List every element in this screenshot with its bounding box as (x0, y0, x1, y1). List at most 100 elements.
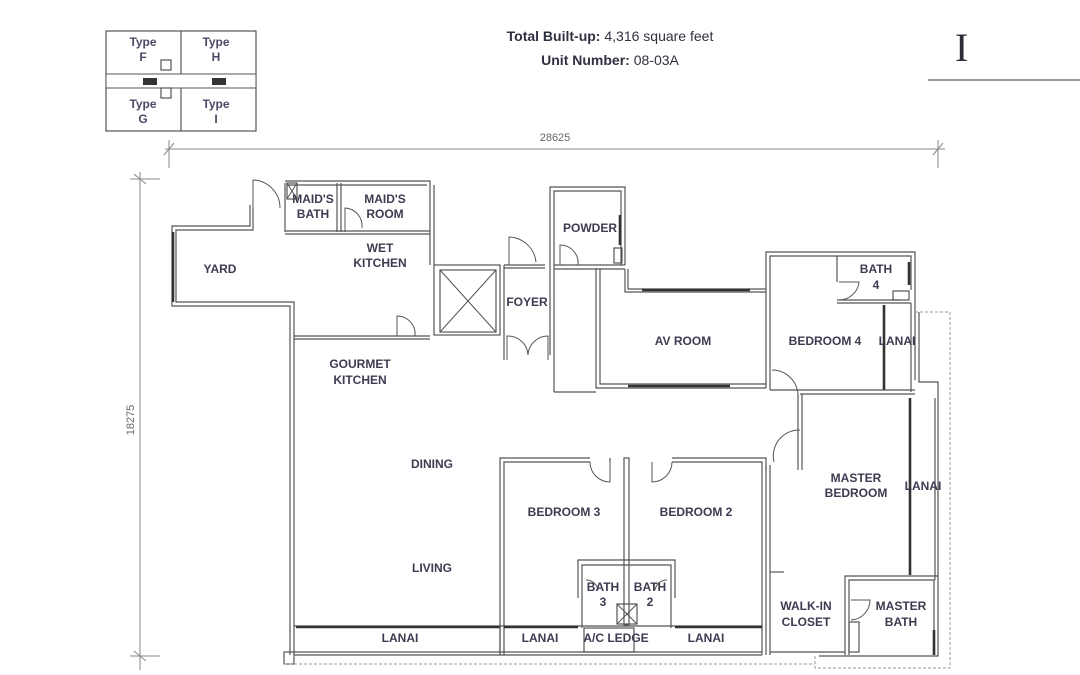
lift-car (439, 269, 497, 333)
label-lanai-master: LANAI (905, 479, 942, 493)
door-foyer-service[interactable] (508, 236, 537, 265)
unit-number-value: 08-03A (633, 52, 679, 68)
key-type-g-1: Type (129, 97, 156, 111)
wall-bedroom4 (765, 251, 916, 388)
bath4-shaft (892, 290, 910, 301)
key-type-h-1: Type (202, 35, 229, 49)
door-bath4[interactable] (839, 281, 860, 301)
wall-bedroom2 (672, 457, 767, 470)
door-master-bath[interactable] (850, 599, 871, 621)
door-master-bedroom[interactable] (772, 429, 801, 463)
door-bath3[interactable] (585, 579, 599, 591)
wall-av-room-inner (599, 269, 766, 385)
label-av-room: AV ROOM (655, 334, 711, 348)
unit-type-letter: I (955, 25, 969, 70)
key-type-i-2: I (214, 112, 217, 126)
label-lanai-bedroom3: LANAI (522, 631, 559, 645)
label-maids-room-2: ROOM (366, 207, 403, 221)
label-bath2-1: BATH (634, 580, 666, 594)
ac-shaft (616, 603, 638, 625)
label-wet-kitchen-2: KITCHEN (353, 256, 406, 270)
wall-master-bath (844, 575, 938, 655)
wall-maid-north (285, 180, 431, 265)
door-bath2[interactable] (654, 579, 668, 591)
label-master-bedroom-2: BEDROOM (825, 486, 888, 500)
wall-bedroom3-inner (503, 461, 590, 655)
unit-number-line: Unit Number: 08-03A (440, 48, 780, 72)
label-bath4-2: 4 (873, 278, 880, 292)
label-walk-in-closet-1: WALK-IN (780, 599, 831, 613)
key-type-h-2: H (212, 50, 221, 64)
label-bath4-1: BATH (860, 262, 892, 276)
key-plan-corridor (105, 73, 257, 89)
maid-bath-shaft (286, 182, 298, 200)
wall-outer-east (819, 312, 939, 657)
maid-bath-shaft-x (286, 182, 298, 200)
unit-type-underline (928, 79, 1080, 81)
key-type-g-2: G (138, 112, 147, 126)
doors (252, 179, 871, 621)
label-master-bath-2: BATH (885, 615, 917, 629)
key-plan-core (212, 78, 226, 85)
label-ac-ledge: A/C LEDGE (583, 631, 648, 645)
width-dimension-slash (932, 142, 944, 156)
key-plan-core (143, 78, 157, 85)
width-dimension: 28625 (163, 132, 945, 168)
column (283, 651, 295, 665)
lift-x (439, 269, 497, 333)
depth-dimension-value: 18275 (125, 405, 137, 436)
wall-bedroom3 (499, 457, 590, 655)
door-bedroom4[interactable] (771, 369, 799, 397)
door-bedroom3[interactable] (589, 461, 611, 483)
label-powder: POWDER (563, 221, 617, 235)
door-powder[interactable] (559, 244, 579, 266)
wall-bedroom2-inner (672, 461, 763, 655)
label-lanai-living: LANAI (382, 631, 419, 645)
label-gourmet-kitchen-1: GOURMET (329, 357, 391, 371)
door-main-right[interactable] (527, 335, 549, 360)
key-plan-lift (160, 59, 172, 71)
label-bedroom2: BEDROOM 2 (660, 505, 733, 519)
wall-bedroom-divider (623, 457, 630, 626)
door-bedroom2[interactable] (651, 461, 673, 483)
key-type-f-2: F (139, 50, 146, 64)
door-yard-entry[interactable] (252, 179, 281, 209)
label-wet-kitchen-1: WET (367, 241, 394, 255)
width-dimension-value: 28625 (540, 132, 571, 144)
wall-yard-west-inner (175, 209, 295, 652)
label-bedroom3: BEDROOM 3 (528, 505, 601, 519)
wall-baths (577, 559, 676, 598)
wall-av-north (624, 269, 766, 293)
label-bedroom4: BEDROOM 4 (789, 334, 862, 348)
depth-dimension: 18275 (125, 172, 160, 670)
lift-shaft (433, 264, 501, 336)
key-type-i-1: Type (202, 97, 229, 111)
label-lanai-bedroom2: LANAI (688, 631, 725, 645)
built-up-label: Total Built-up: (506, 28, 601, 44)
label-living: LIVING (412, 561, 452, 575)
label-yard: YARD (204, 262, 237, 276)
wall-powder (549, 186, 626, 265)
wall-av-room (595, 268, 766, 389)
label-dining: DINING (411, 457, 453, 471)
label-bath3-2: 3 (600, 595, 607, 609)
door-main-left[interactable] (506, 335, 529, 360)
key-type-f-1: Type (129, 35, 156, 49)
label-maids-bath-2: BATH (297, 207, 329, 221)
unit-number-label: Unit Number: (541, 52, 630, 68)
door-maids-room[interactable] (344, 207, 363, 232)
label-master-bedroom-1: MASTER (831, 471, 882, 485)
label-lanai-bedroom4: LANAI (879, 334, 916, 348)
unit-info: Total Built-up: 4,316 square feet Unit N… (440, 24, 780, 72)
room-labels: MAID'S BATH MAID'S ROOM WET KITCHEN YARD… (204, 192, 942, 645)
label-bath2-2: 2 (647, 595, 654, 609)
built-up-value: 4,316 square feet (604, 28, 714, 44)
door-wet-kitchen[interactable] (396, 315, 416, 337)
walls (171, 180, 951, 669)
label-bath3-1: BATH (587, 580, 619, 594)
built-up-line: Total Built-up: 4,316 square feet (440, 24, 780, 48)
key-plan-lift (160, 87, 172, 99)
master-bath-shaft (848, 621, 860, 653)
depth-dimension-slash (133, 650, 147, 662)
